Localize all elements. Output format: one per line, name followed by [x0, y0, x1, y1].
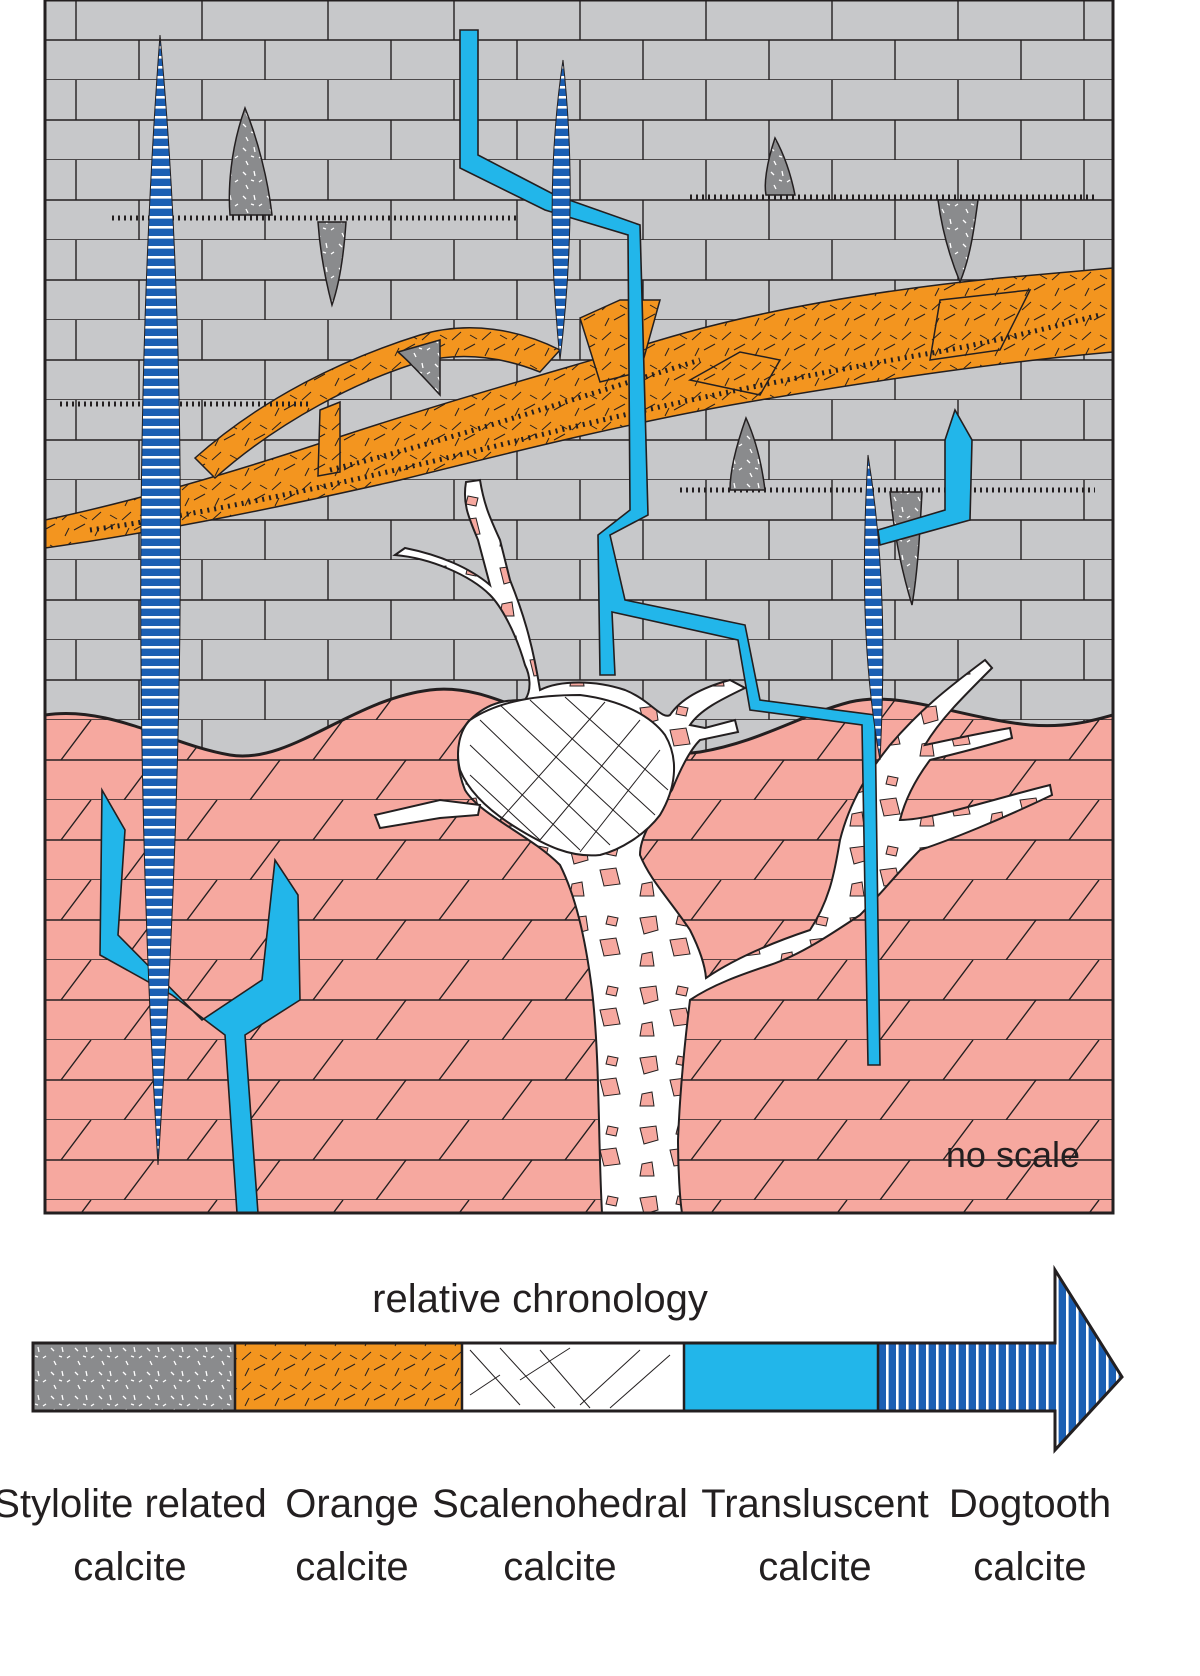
chronology-title: relative chronology — [372, 1277, 708, 1321]
stage-label-orange-2: calcite — [295, 1545, 408, 1589]
stylolite-calcite-teeth — [228, 105, 979, 606]
translucent-calcite-veins — [99, 29, 973, 1213]
stylolites — [60, 194, 1101, 533]
stage-stylolite-swatch — [33, 1343, 235, 1411]
chronology-arrow — [31, 1264, 1124, 1454]
stage-label-transluscent: Transluscent — [701, 1482, 929, 1526]
stage-label-transluscent-2: calcite — [758, 1545, 871, 1589]
stage-label-scalenohedral-2: calcite — [503, 1545, 616, 1589]
stage-label-dogtooth: Dogtooth — [949, 1482, 1111, 1526]
dogtooth-calcite-veins — [140, 34, 884, 1166]
arrow-outline — [31, 1264, 1124, 1454]
chronology-labels: Stylolite related calcite Orange calcite… — [0, 1482, 1111, 1589]
panel-frame — [43, 0, 1115, 1215]
stage-orange-swatch — [235, 1343, 462, 1411]
stage-transluscent-swatch — [684, 1343, 878, 1411]
rock-panel — [45, 0, 1113, 1213]
stage-dogtooth-swatch — [878, 1270, 1122, 1450]
stage-label-orange: Orange — [285, 1482, 418, 1526]
stage-label-stylolite: Stylolite related — [0, 1482, 267, 1526]
stage-label-dogtooth-2: calcite — [973, 1545, 1086, 1589]
scalenohedral-calcite-vein — [373, 478, 1054, 1213]
no-scale-label: no scale — [946, 1134, 1080, 1175]
stage-label-stylolite-2: calcite — [73, 1545, 186, 1589]
stage-scalenohedral-swatch — [462, 1343, 684, 1411]
stage-label-scalenohedral: Scalenohedral — [432, 1482, 688, 1526]
